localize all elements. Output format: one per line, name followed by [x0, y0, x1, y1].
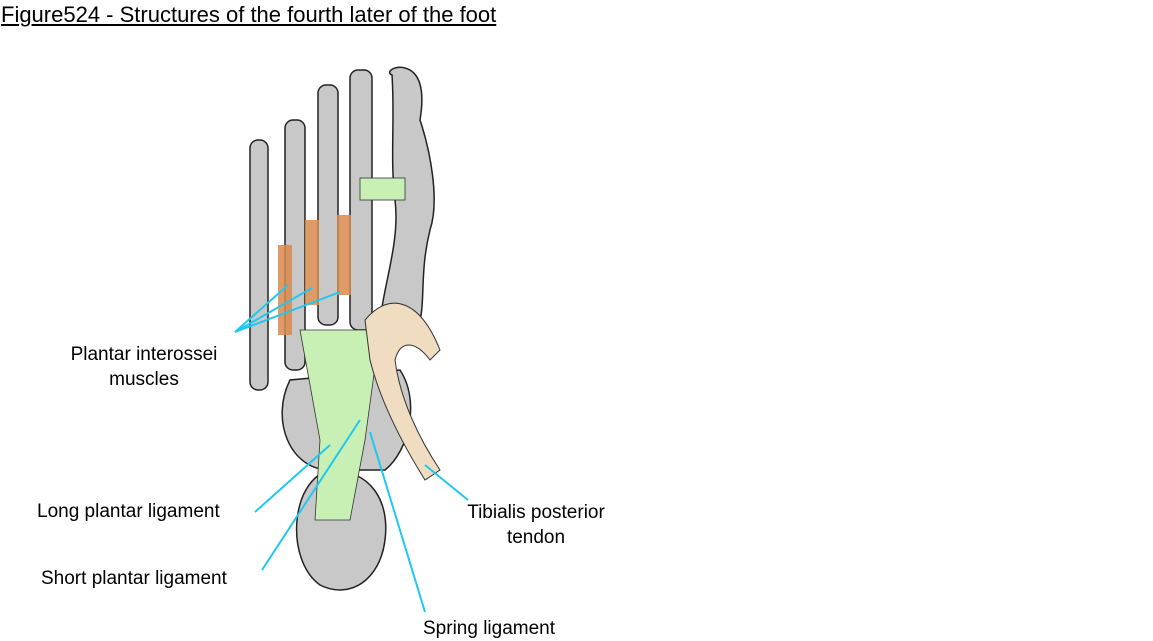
leader-lines	[234, 284, 469, 613]
label-spring-ligament: Spring ligament	[423, 618, 556, 639]
tibialis-posterior-tendon	[364, 302, 441, 481]
label-short-plantar-ligament: Short plantar ligament	[41, 568, 227, 589]
label-line: muscles	[109, 369, 179, 390]
label-line: Tibialis posterior	[467, 502, 605, 523]
label-tibialis-posterior-tendon: Tibialis posterior tendon	[455, 500, 617, 550]
label-line: Plantar interossei	[70, 344, 218, 365]
label-long-plantar-ligament: Long plantar ligament	[37, 501, 220, 522]
label-plantar-interossei: Plantar interossei muscles	[55, 342, 233, 392]
label-line: tendon	[506, 527, 566, 548]
figure-title: Figure524 - Structures of the fourth lat…	[1, 2, 497, 27]
